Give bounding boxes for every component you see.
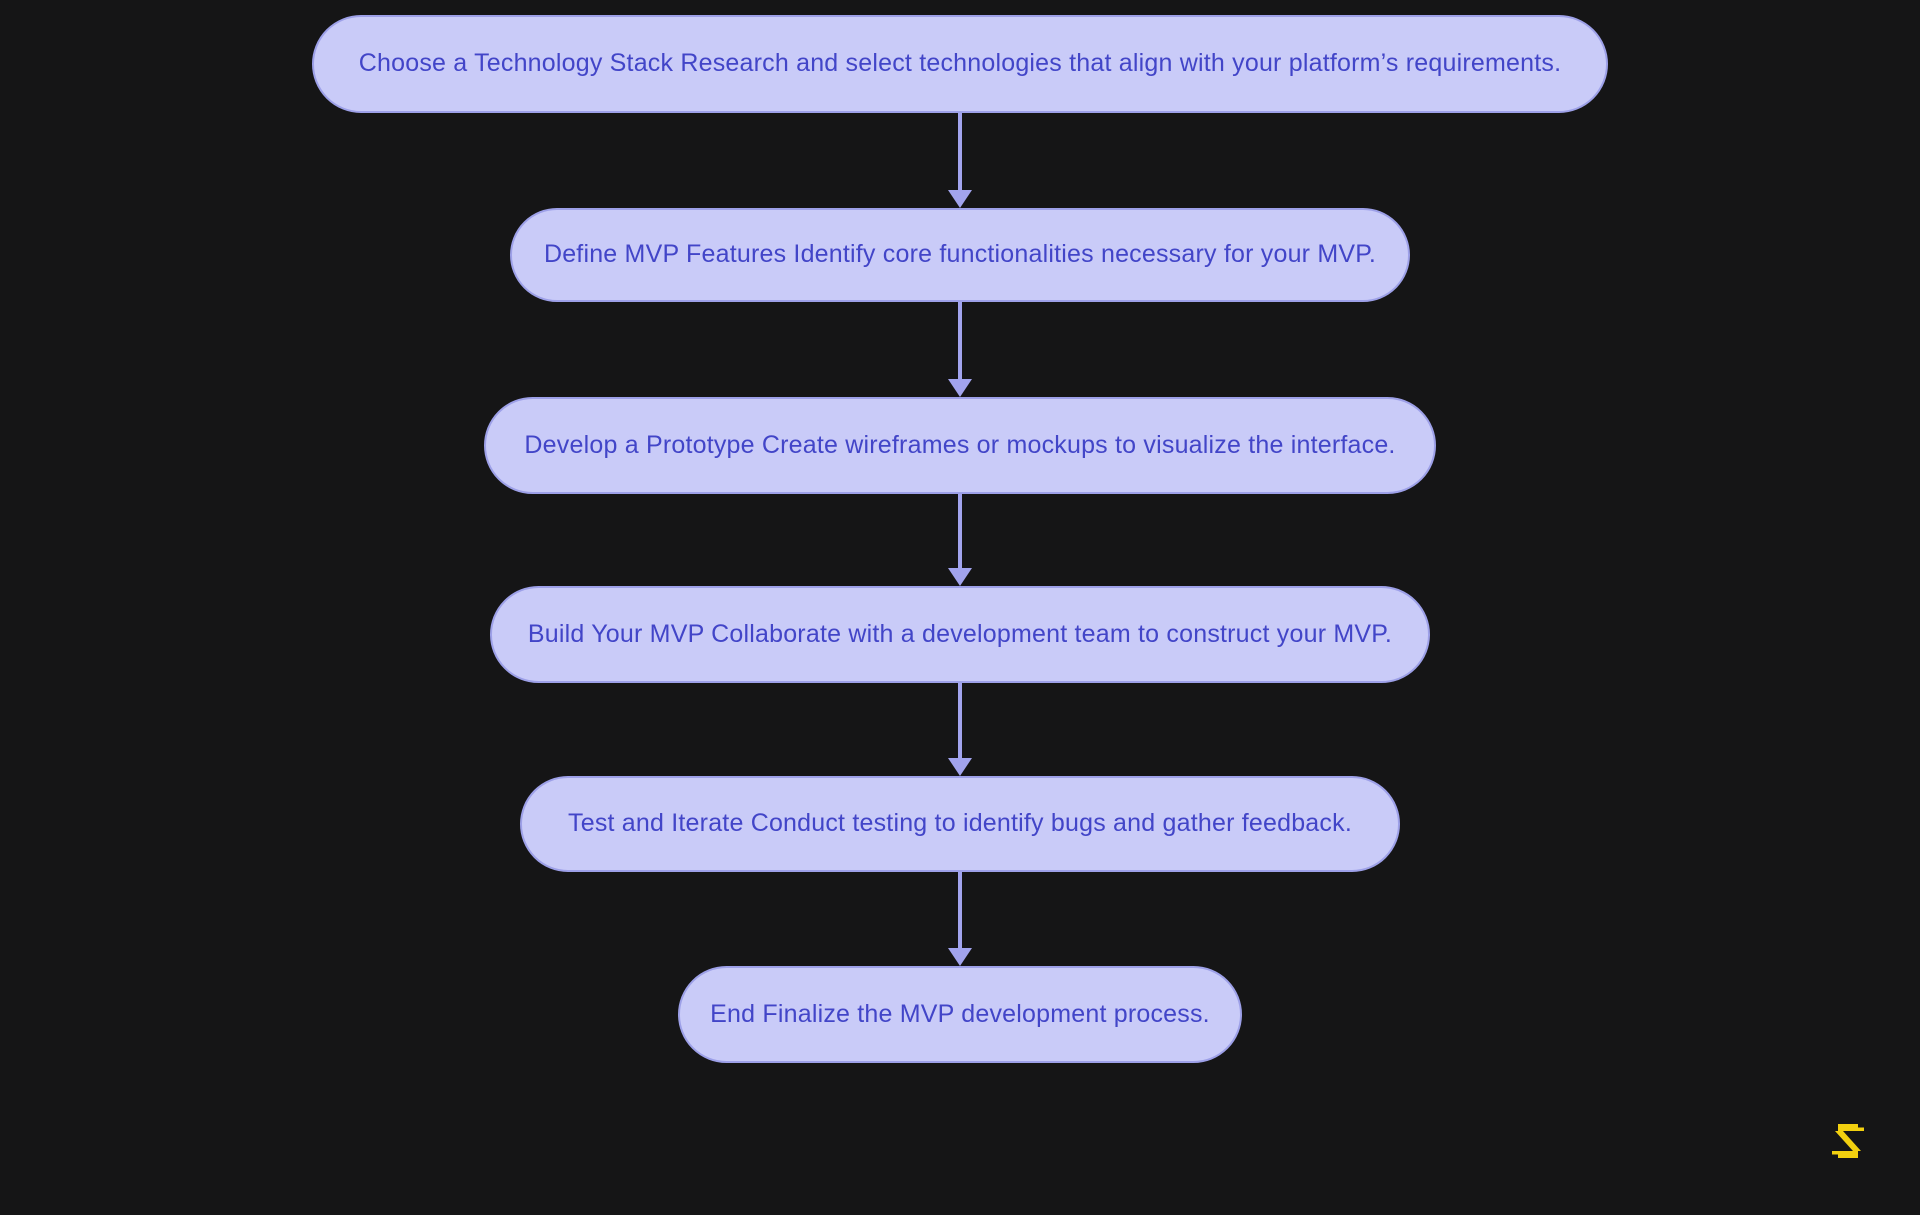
arrow-head-icon — [948, 190, 972, 208]
arrow-head-icon — [948, 948, 972, 966]
flow-node-label: Develop a Prototype Create wireframes or… — [524, 430, 1396, 459]
flow-node-end: End Finalize the MVP development process… — [678, 966, 1242, 1063]
arrow-head-icon — [948, 568, 972, 586]
arrow-line — [958, 494, 962, 570]
flow-node-label: Define MVP Features Identify core functi… — [543, 240, 1377, 269]
flow-node-define-mvp-features: Define MVP Features Identify core functi… — [510, 208, 1410, 302]
flow-node-label: Choose a Technology Stack Research and s… — [358, 49, 1562, 78]
flow-node-label: Build Your MVP Collaborate with a develo… — [527, 619, 1393, 648]
arrow-line — [958, 683, 962, 760]
arrow-head-icon — [948, 379, 972, 397]
arrow-line — [958, 302, 962, 381]
arrow-line — [958, 113, 962, 192]
flow-node-develop-prototype: Develop a Prototype Create wireframes or… — [484, 397, 1436, 494]
flow-node-label: Test and Iterate Conduct testing to iden… — [568, 809, 1352, 838]
arrow-head-icon — [948, 758, 972, 776]
flow-node-label: End Finalize the MVP development process… — [710, 999, 1210, 1028]
arrow-line — [958, 872, 962, 950]
s-logo-icon — [1832, 1124, 1864, 1158]
flow-node-build-your-mvp: Build Your MVP Collaborate with a develo… — [490, 586, 1430, 683]
flow-node-choose-technology-stack: Choose a Technology Stack Research and s… — [312, 15, 1608, 113]
flow-node-test-and-iterate: Test and Iterate Conduct testing to iden… — [520, 776, 1400, 872]
